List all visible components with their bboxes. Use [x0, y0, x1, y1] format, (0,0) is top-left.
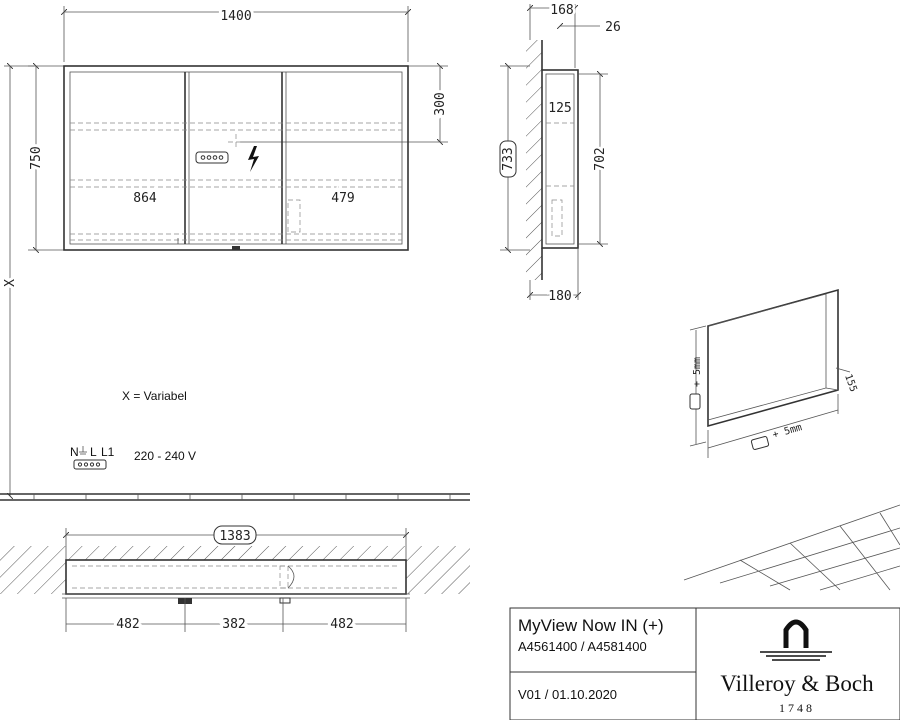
recess-tolerance-side: + 5mm	[692, 357, 703, 387]
legend: X = Variabel N L L1 220 - 240 V	[70, 389, 196, 470]
side-shelf-label: 125	[548, 101, 571, 116]
variable-note: X = Variabel	[122, 389, 187, 403]
terminal-l-label: L	[90, 445, 97, 459]
title-block: MyView Now IN (+) A4561400 / A4581400 V0…	[509, 607, 900, 720]
power-icon	[248, 146, 259, 172]
front-left-section-label: 864	[133, 191, 157, 206]
front-view: 1400 750 X 300	[0, 6, 451, 496]
product-codes: A4561400 / A4581400	[518, 639, 647, 654]
plan-middle-label: 382	[222, 617, 245, 632]
recess-depth-label: 155	[842, 373, 859, 394]
side-depth-top-label: 168	[550, 3, 573, 18]
brand-faucet-icon	[760, 619, 832, 661]
side-depth-bottom-label: 180	[548, 289, 571, 304]
terminal-l1-label: L1	[101, 445, 115, 459]
version-date: V01 / 01.10.2020	[518, 687, 617, 702]
floor-tiles	[683, 504, 900, 591]
voltage-label: 220 - 240 V	[134, 449, 196, 463]
plan-view: 1383 482 382 482	[0, 493, 470, 635]
side-view: 168 26 125 733 702 180	[499, 1, 621, 307]
recess-isometric: + 5mm + 5mm 155	[689, 288, 859, 458]
front-top-offset-label: 300	[433, 92, 448, 115]
side-depth-inner-label: 26	[605, 20, 621, 35]
side-height-outer-label: 733	[501, 147, 516, 170]
brand-name: Villeroy & Boch	[720, 671, 874, 696]
side-height-inner-label: 702	[593, 147, 608, 170]
front-width-label: 1400	[220, 9, 251, 24]
front-variable-x-label: X	[3, 279, 18, 287]
plan-recess-width-label: 1383	[219, 529, 250, 544]
socket-icon	[195, 151, 229, 164]
front-height-label: 750	[29, 146, 44, 169]
plan-left-label: 482	[116, 617, 139, 632]
terminal-n-label: N	[70, 445, 79, 459]
front-right-section-label: 479	[331, 191, 354, 206]
brand-year: 1748	[779, 701, 815, 715]
product-name: MyView Now IN (+)	[518, 616, 664, 635]
plan-right-label: 482	[330, 617, 353, 632]
recess-tolerance-bottom: + 5mm	[771, 422, 803, 441]
